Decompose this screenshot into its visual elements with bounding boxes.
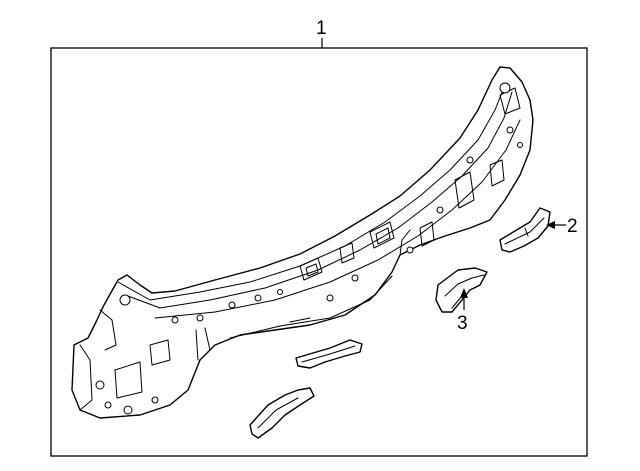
main-panel: [71, 66, 534, 419]
callout-1-label: 1: [316, 18, 327, 39]
bracket-right: [499, 207, 551, 253]
callout-3-arrow: [460, 288, 468, 298]
bracket-lower-upper: [295, 339, 363, 369]
callout-3-label: 3: [457, 313, 468, 334]
callout-2-label: 2: [567, 216, 578, 237]
bracket-lower-lower: [249, 387, 315, 439]
bracket-center: [435, 267, 488, 313]
callout-2-arrow: [546, 221, 555, 229]
diagram-frame: [50, 47, 588, 457]
